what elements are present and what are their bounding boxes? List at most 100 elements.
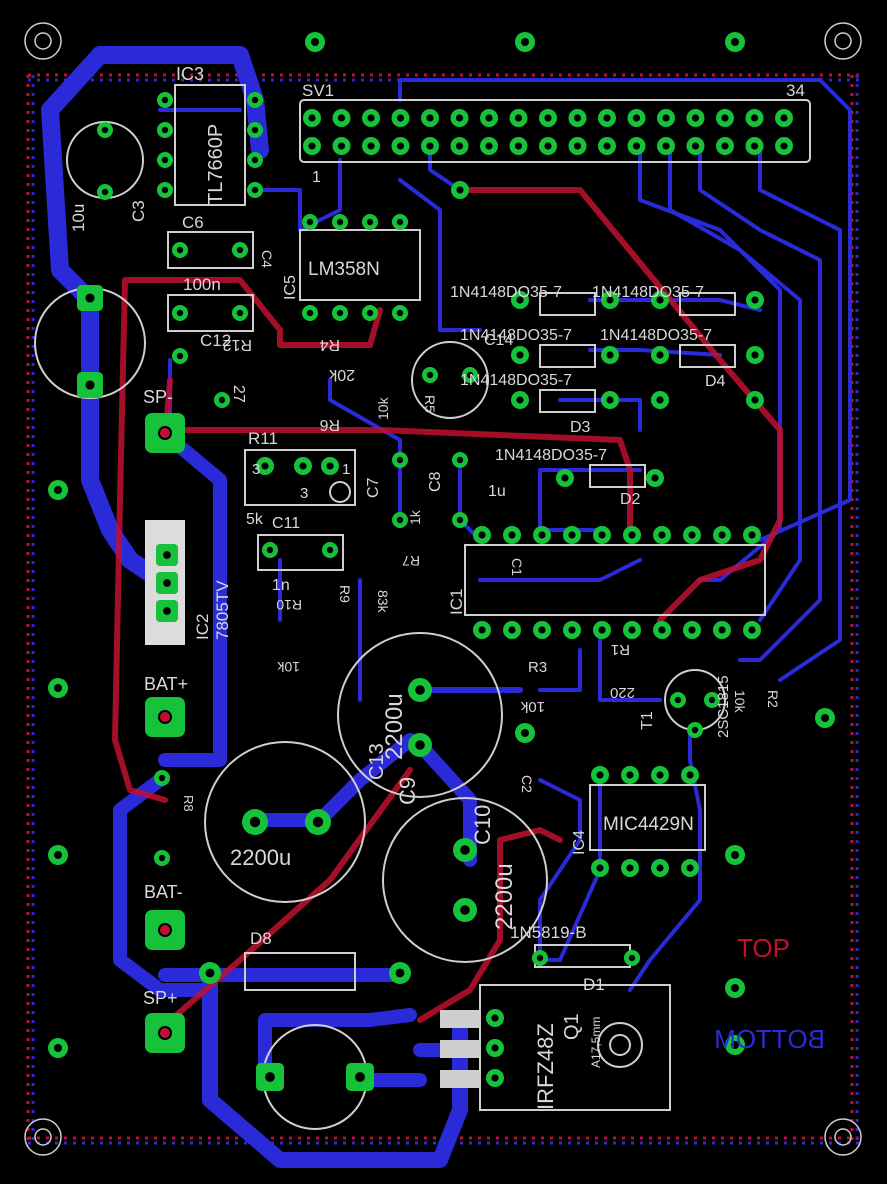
pad-hole <box>688 626 696 634</box>
label-q1: Q1 <box>561 1013 583 1040</box>
label-c11-val: 1n <box>272 577 290 594</box>
pad-hole <box>251 96 259 104</box>
label-t1-part: 2SC1815 <box>715 675 732 738</box>
pad-hole <box>161 156 169 164</box>
pad-hole <box>750 114 759 122</box>
pad-hole <box>308 114 316 122</box>
pad-hole <box>311 38 319 46</box>
label-ic1: IC1 <box>447 589 466 615</box>
label-d-part-2: 1N4148DO35-7 <box>592 284 704 301</box>
label-c10: C10 <box>470 805 495 845</box>
label-ic4: IC4 <box>571 830 588 855</box>
label-d1-part: 1N5819-B <box>510 923 587 942</box>
label-sv1-pin34: 34 <box>786 81 805 100</box>
pad-hole <box>466 371 474 379</box>
label-c7: C7 <box>365 477 382 498</box>
pad-hole <box>205 968 215 978</box>
pad-hole <box>218 396 226 404</box>
label-r8: R8 <box>181 795 196 812</box>
mounting-holes <box>24 22 862 1156</box>
label-c3-val: 10u <box>69 204 88 232</box>
pad-hole <box>455 142 464 150</box>
pad-hole <box>426 142 434 150</box>
label-c1: C1 <box>509 558 525 576</box>
pad-hole <box>336 218 344 226</box>
pad-hole <box>731 984 739 992</box>
pad-hole <box>521 729 529 737</box>
pad-hole <box>521 38 529 46</box>
pad-hole <box>508 531 516 539</box>
pad-hole <box>573 114 582 122</box>
pad-hole <box>460 845 470 855</box>
pad-hole <box>460 905 470 915</box>
pad-hole <box>731 38 739 46</box>
label-c13-val: 2200u <box>381 693 408 760</box>
pad-hole <box>748 626 756 634</box>
pad-hole <box>691 726 699 734</box>
pad-hole <box>598 531 606 539</box>
pad-hole <box>478 531 486 539</box>
pad-hole <box>688 531 696 539</box>
pad-hole <box>544 114 552 122</box>
layer-label-bottom: BOTTOM <box>714 1024 825 1054</box>
label-r9: R9 <box>337 585 353 603</box>
pad-hole <box>85 380 95 390</box>
pad-hole <box>628 626 636 634</box>
pad-hole <box>632 142 641 150</box>
label-r11: R11 <box>248 429 278 448</box>
pad-hole <box>780 114 788 122</box>
label-sv1: SV1 <box>302 81 334 100</box>
pad-hole <box>721 114 729 122</box>
label-sv1-pin1: 1 <box>312 169 321 186</box>
label-c13: C13 <box>366 743 388 780</box>
label-c10-val: 2200u <box>491 863 518 930</box>
label-d8: D8 <box>250 929 272 948</box>
pad-hole <box>236 309 244 317</box>
pad-hole <box>751 351 759 359</box>
label-ic2-part: 7805TV <box>213 580 232 640</box>
pad-hole <box>426 371 434 379</box>
pad-hole <box>396 456 404 464</box>
pad-hole <box>568 531 576 539</box>
pad-hole <box>158 774 166 782</box>
pad-hole <box>651 474 659 482</box>
label-r7: R7 <box>402 553 420 569</box>
label-c14: C14 <box>484 332 513 349</box>
pad-hole <box>456 516 464 524</box>
pad-hole <box>306 309 314 317</box>
terminal-center <box>160 712 170 722</box>
pad-hole <box>538 531 546 539</box>
pad-hole <box>163 579 171 587</box>
pad-hole <box>176 309 184 317</box>
pad-hole <box>456 456 464 464</box>
label-c8: C8 <box>427 471 444 492</box>
pads <box>48 32 835 1091</box>
label-r3: R3 <box>528 659 547 676</box>
pad-hole <box>708 696 716 704</box>
pad-hole <box>491 1074 499 1082</box>
terminal-center <box>160 925 170 935</box>
pad-hole <box>606 396 614 404</box>
pad-hole <box>731 851 739 859</box>
label-bat-plus: BAT+ <box>144 674 188 694</box>
pad-hole <box>395 968 405 978</box>
label-ic2: IC2 <box>193 614 212 640</box>
pad-hole <box>54 684 62 692</box>
pad-hole <box>750 142 759 150</box>
pad-hole <box>265 1072 275 1082</box>
pad-hole <box>656 396 664 404</box>
pad-hole <box>306 218 314 226</box>
pad-hole <box>236 246 244 254</box>
pad-hole <box>54 486 62 494</box>
label-r5-val: 10k <box>375 396 391 420</box>
pad-hole <box>161 126 169 134</box>
pad-hole <box>598 626 606 634</box>
pad-hole <box>658 531 666 539</box>
pad-hole <box>626 864 634 872</box>
label-heatsink: A17,5mm <box>589 1017 603 1068</box>
pad-hole <box>491 1014 499 1022</box>
pad-hole <box>536 954 544 962</box>
pad-hole <box>299 462 307 470</box>
label-r9-val: 83k <box>375 590 391 614</box>
